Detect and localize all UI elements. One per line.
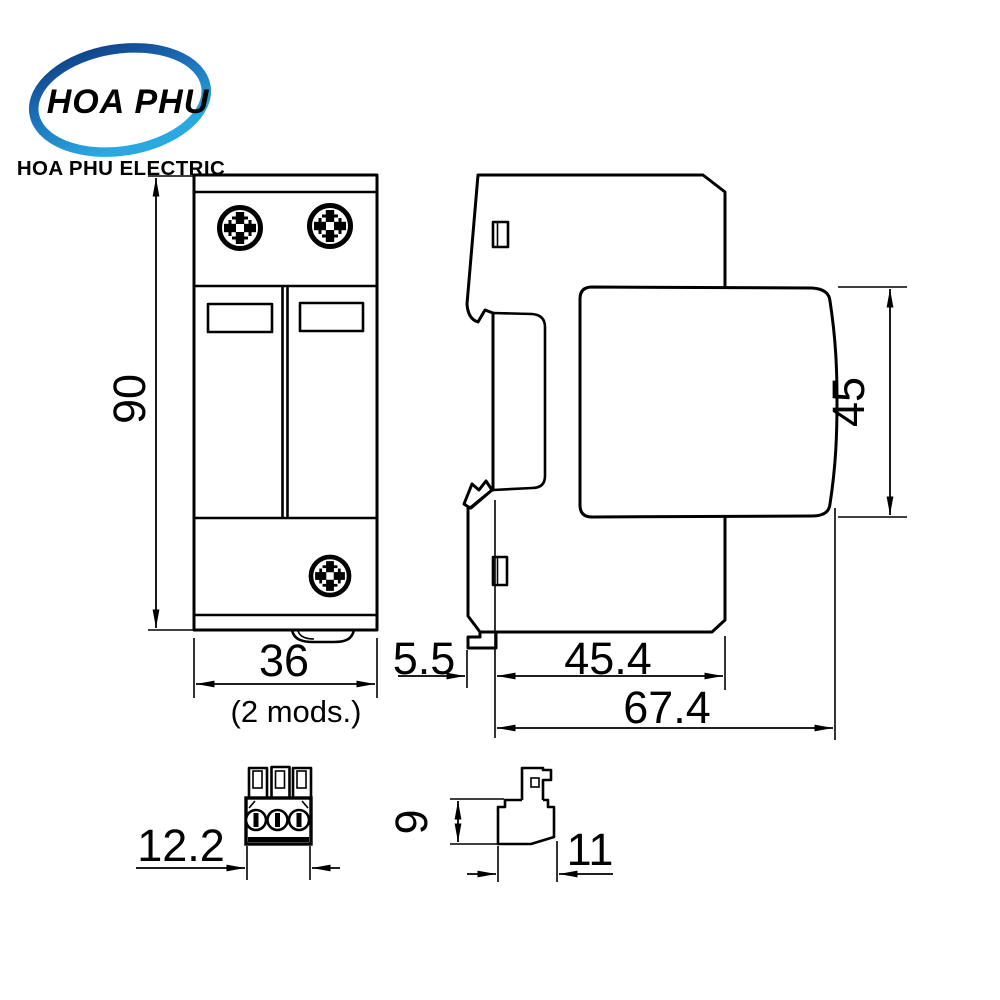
module-window-right [298,301,365,333]
side-rail-seat [491,311,547,492]
side-upper-terminal-slot [491,220,510,249]
terminal-prong [247,766,269,800]
clip-body-outline [496,798,556,846]
dim-label-modules-note: (2 mods.) [231,694,362,729]
front-din-tab [290,629,356,644]
side-protection-module-outline [578,285,839,519]
front-body-outline [192,173,379,632]
rail-clip-view [496,766,556,846]
screw-icon [220,208,261,249]
dimension-annotations: 90 36 (2 mods.) 5.5 45.4 67.4 45 12.2 9 … [104,175,907,882]
logo-swoosh-ring-icon [28,43,212,157]
terminal-corner-chamfer [301,800,309,809]
terminal-prong [291,766,313,800]
logo-brand-text: HOA PHU [47,83,210,121]
terminal-block-view [244,765,313,846]
side-view [462,173,839,650]
dim-label-width-36: 36 [259,635,309,686]
dim-label-depth-67-4: 67.4 [623,682,711,733]
front-view [192,173,379,644]
terminal-prong-slot [274,770,286,789]
terminal-screw-icon [266,808,289,832]
clip-stem-outline [520,766,553,800]
front-din-tab-inner-line [297,630,315,640]
terminal-bottom-bar [248,837,309,842]
dim-label-module-45: 45 [823,377,874,427]
module-window-left [206,302,274,334]
dim-label-clipview-9: 9 [386,809,437,834]
dim-label-height-90: 90 [104,374,155,424]
side-lower-terminal-slot [491,555,509,587]
dim-label-depth-45-4: 45.4 [564,633,652,684]
dim-label-clip-5-5: 5.5 [393,633,456,684]
logo-subtitle-text: HOA PHU ELECTRIC [17,157,225,180]
screw-icon [310,206,351,247]
terminal-prong-slot [296,770,307,789]
side-bottom-clip-foot [466,630,498,650]
side-lower-spring-clip [462,479,494,510]
terminal-prong-slot [252,770,263,789]
clip-stem-hole [530,777,540,788]
screw-icon [311,557,349,595]
terminal-corner-chamfer [248,800,256,809]
company-logo: HOA PHU HOA PHU ELECTRIC [17,43,225,180]
dim-label-clipview-11: 11 [567,824,614,875]
terminal-screw-icon [287,808,311,832]
dim-label-terminal-12-2: 12.2 [137,820,225,871]
terminal-screw-icon [244,808,268,832]
